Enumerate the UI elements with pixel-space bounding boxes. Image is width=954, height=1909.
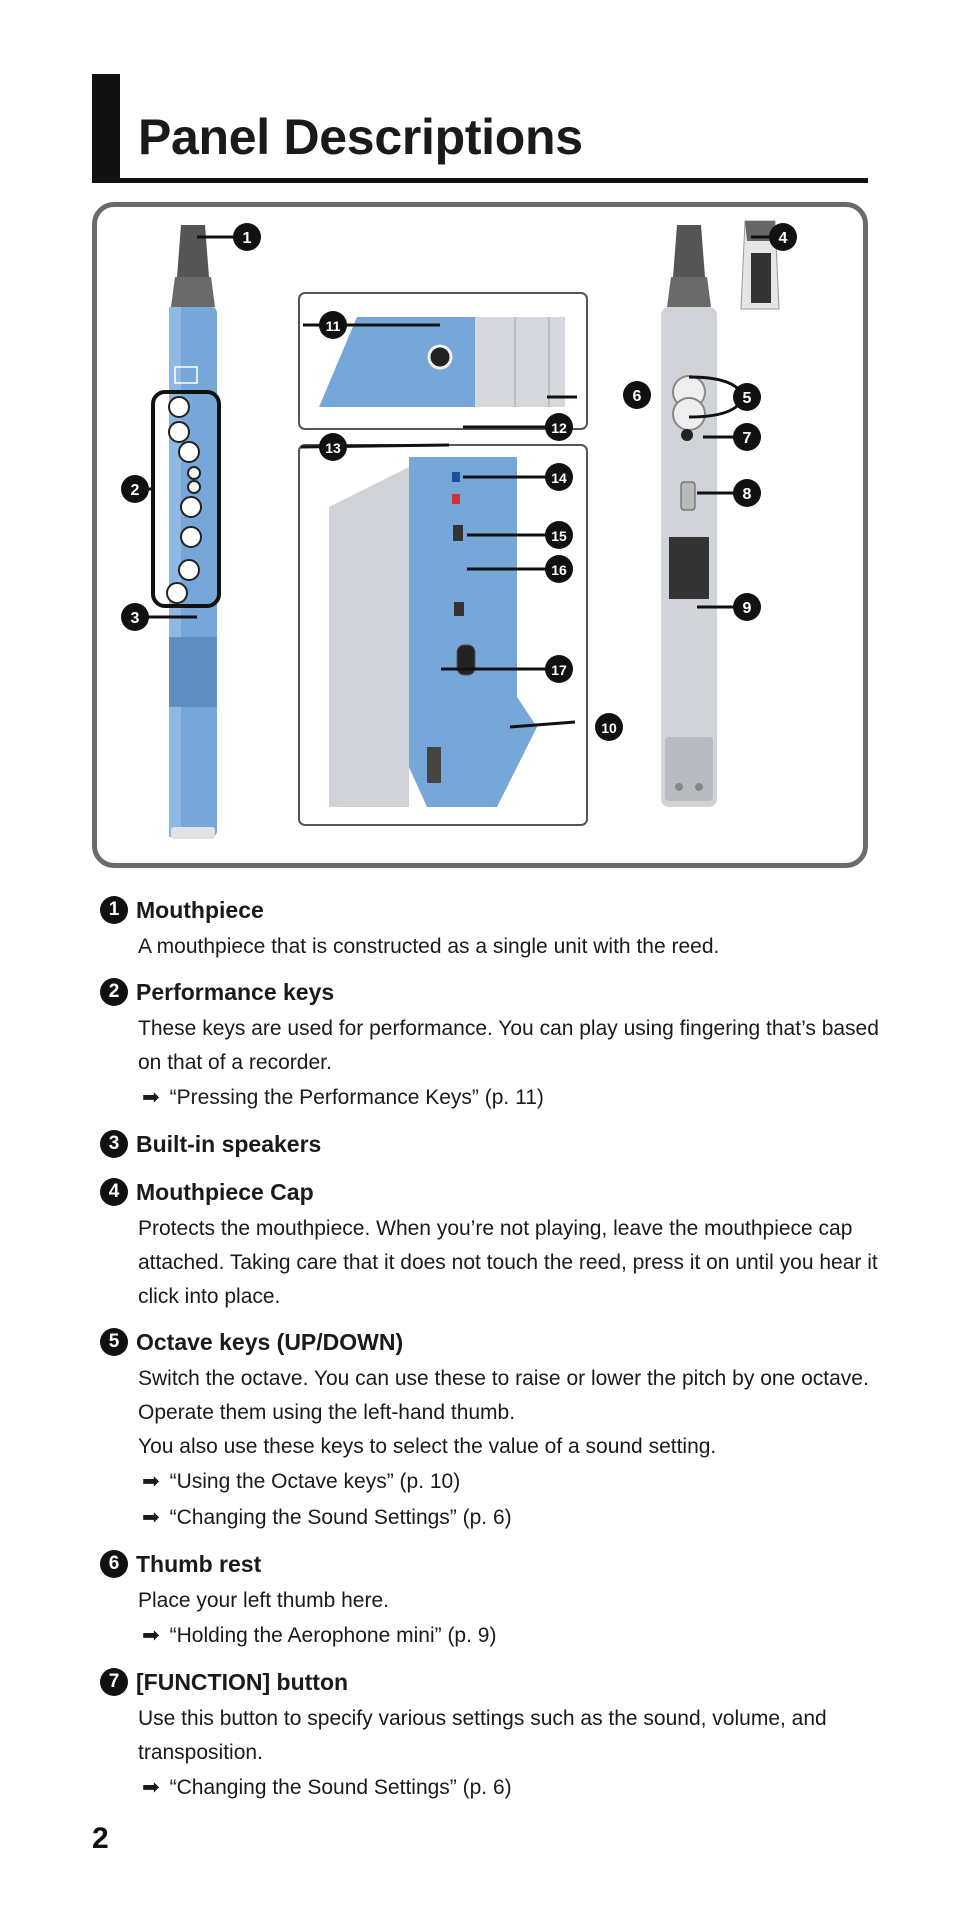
svg-text:10: 10	[601, 720, 617, 736]
svg-text:6: 6	[633, 388, 642, 405]
reference-link[interactable]: “Holding the Aerophone mini” (p. 9)	[169, 1624, 497, 1647]
reference-link[interactable]: “Using the Octave keys” (p. 10)	[169, 1470, 461, 1493]
arrow-right-icon: ➡	[142, 1086, 160, 1109]
reference-link[interactable]: “Changing the Sound Settings” (p. 6)	[169, 1776, 512, 1799]
entry-performance-keys: 2 Performance keys These keys are used f…	[100, 972, 880, 1116]
panel-diagram: 1 2 3 4 5 6 7 8 9 10 11 12 13 14 15 16 1…	[92, 202, 868, 868]
cross-reference[interactable]: ➡ “Changing the Sound Settings” (p. 6)	[142, 1770, 880, 1806]
entry-number: 2	[100, 978, 128, 1006]
controls-detail-panel	[298, 444, 588, 826]
entry-function-button: 7 [FUNCTION] button Use this button to s…	[100, 1662, 880, 1806]
cross-reference[interactable]: ➡ “Pressing the Performance Keys” (p. 11…	[142, 1080, 880, 1116]
svg-text:17: 17	[551, 662, 567, 678]
entry-body: These keys are used for performance. You…	[138, 1017, 879, 1074]
svg-text:13: 13	[325, 440, 341, 456]
front-view-instrument	[151, 225, 221, 839]
cross-reference[interactable]: ➡ “Using the Octave keys” (p. 10)	[142, 1464, 880, 1500]
entry-body: Place your left thumb here.	[138, 1589, 389, 1612]
entry-number: 5	[100, 1328, 128, 1356]
title-accent-bar	[92, 74, 120, 182]
svg-text:2: 2	[131, 482, 140, 499]
entry-number: 1	[100, 896, 128, 924]
title-underline	[92, 178, 868, 183]
entry-title: Performance keys	[136, 978, 335, 1005]
entry-title: Octave keys (UP/DOWN)	[136, 1328, 404, 1355]
svg-text:11: 11	[326, 318, 341, 334]
entry-title: [FUNCTION] button	[136, 1668, 349, 1695]
jack-detail-panel	[298, 292, 588, 430]
back-view-instrument	[661, 220, 780, 807]
entry-title: Mouthpiece Cap	[136, 1178, 314, 1205]
cross-reference[interactable]: ➡ “Holding the Aerophone mini” (p. 9)	[142, 1618, 880, 1654]
entry-mouthpiece: 1 Mouthpiece A mouthpiece that is constr…	[100, 890, 880, 964]
arrow-right-icon: ➡	[142, 1506, 160, 1529]
entry-thumb-rest: 6 Thumb rest Place your left thumb here.…	[100, 1544, 880, 1654]
entry-body: A mouthpiece that is constructed as a si…	[138, 935, 720, 958]
entry-body: You also use these keys to select the va…	[138, 1435, 717, 1458]
svg-text:15: 15	[551, 528, 567, 544]
svg-text:3: 3	[131, 610, 140, 627]
instrument-illustration: 1 2 3 4 5 6 7 8 9 10 11 12 13 14 15 16 1…	[121, 220, 797, 839]
entry-title: Thumb rest	[136, 1550, 262, 1577]
entry-mouthpiece-cap: 4 Mouthpiece Cap Protects the mouthpiece…	[100, 1172, 880, 1314]
svg-text:12: 12	[551, 420, 567, 436]
svg-text:16: 16	[551, 562, 567, 578]
front-mouthpiece	[177, 225, 209, 277]
arrow-right-icon: ➡	[142, 1624, 160, 1647]
entry-number: 3	[100, 1130, 128, 1158]
svg-text:1: 1	[243, 230, 252, 247]
entry-number: 4	[100, 1178, 128, 1206]
svg-text:14: 14	[551, 470, 567, 486]
svg-text:5: 5	[743, 390, 752, 407]
page-title: Panel Descriptions	[138, 109, 583, 165]
entry-title: Built-in speakers	[136, 1130, 322, 1157]
entry-octave-keys: 5 Octave keys (UP/DOWN) Switch the octav…	[100, 1322, 880, 1536]
svg-text:8: 8	[743, 486, 752, 503]
entry-body: Switch the octave. You can use these to …	[138, 1367, 869, 1424]
svg-text:7: 7	[743, 430, 752, 447]
callout-markers: 1 2 3 4 5 6 7 8 9 10 11 12 13 14 15 16 1…	[121, 223, 797, 741]
entry-number: 6	[100, 1550, 128, 1578]
front-speaker	[169, 637, 217, 707]
description-list: 1 Mouthpiece A mouthpiece that is constr…	[100, 890, 880, 1814]
entry-body: Use this button to specify various setti…	[138, 1707, 827, 1764]
cross-reference[interactable]: ➡ “Changing the Sound Settings” (p. 6)	[142, 1500, 880, 1536]
page-number: 2	[92, 1822, 109, 1855]
arrow-right-icon: ➡	[142, 1776, 160, 1799]
svg-text:9: 9	[743, 600, 752, 617]
entry-title: Mouthpiece	[136, 896, 264, 923]
entry-number: 7	[100, 1668, 128, 1696]
entry-body: Protects the mouthpiece. When you’re not…	[138, 1217, 878, 1308]
entry-built-in-speakers: 3 Built-in speakers	[100, 1124, 880, 1164]
reference-link[interactable]: “Pressing the Performance Keys” (p. 11)	[169, 1086, 544, 1109]
svg-text:4: 4	[779, 230, 788, 247]
reference-link[interactable]: “Changing the Sound Settings” (p. 6)	[169, 1506, 512, 1529]
arrow-right-icon: ➡	[142, 1470, 160, 1493]
